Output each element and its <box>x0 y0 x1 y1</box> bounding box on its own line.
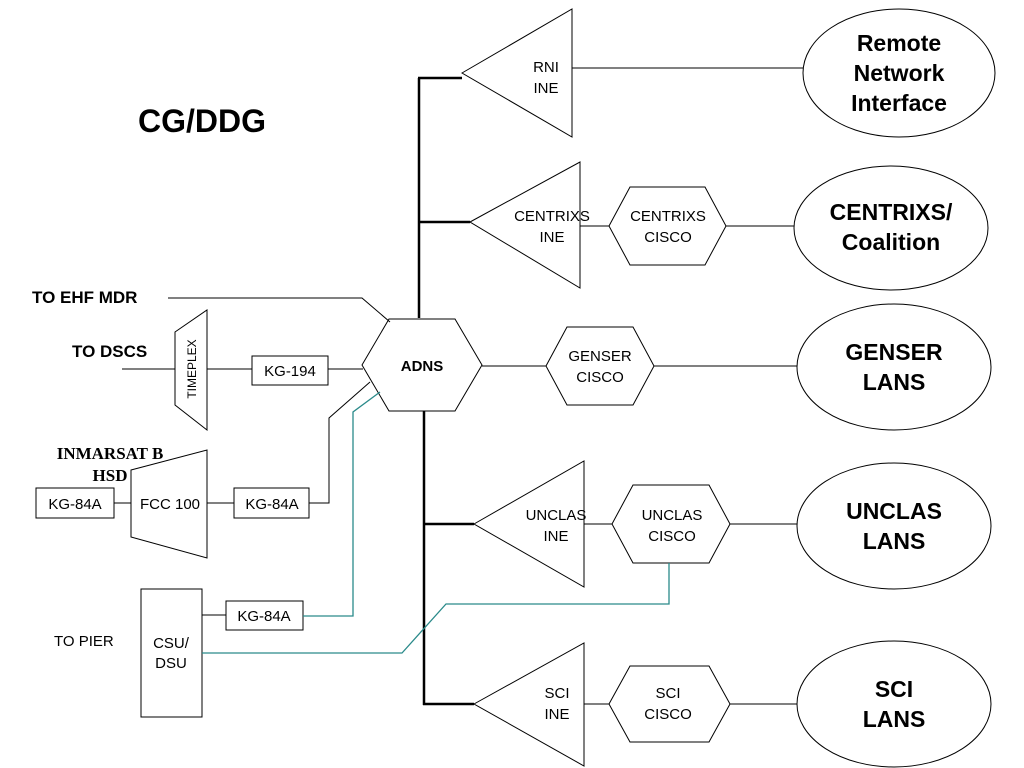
dscs-label: TO DSCS <box>72 342 147 361</box>
centrixs-cisco-router <box>608 186 727 266</box>
kg194-box <box>251 355 329 386</box>
centrixs-ine-label-1: CENTRIXS <box>514 208 590 225</box>
kg84a-pier-box <box>225 600 304 631</box>
centrixs-net-label-1: CENTRIXS/ <box>830 199 953 225</box>
genser-net-label-2: LANS <box>863 369 926 395</box>
kg84a-left-label: KG-84A <box>48 496 101 513</box>
unclas-cisco-label-1: UNCLAS <box>642 507 703 524</box>
adns-label: ADNS <box>401 358 444 375</box>
rni-ine-label-1: RNI <box>533 59 559 76</box>
unclas-net-label-1: UNCLAS <box>846 498 942 524</box>
remote-label-1: Remote <box>857 30 941 56</box>
centrixs-cisco-label-2: CISCO <box>644 229 692 246</box>
genser-lans <box>796 303 992 431</box>
unclas-net-label-2: LANS <box>863 528 926 554</box>
unclas-cisco-label-2: CISCO <box>648 528 696 545</box>
rni-ine-amplifier <box>461 8 573 138</box>
pier-input: TO PIER CSU/ DSU KG-84A <box>54 588 304 718</box>
sci-lans <box>796 640 992 768</box>
diagram-title: CG/DDG <box>138 103 266 139</box>
centrixs-net-label-2: Coalition <box>842 229 940 255</box>
genser-net-label-1: GENSER <box>845 339 943 365</box>
timeplex-mux <box>174 309 208 432</box>
remote-label-3: Interface <box>851 90 947 116</box>
sci-ine-amplifier <box>472 642 585 767</box>
to-pier-label: TO PIER <box>54 633 114 650</box>
unclas-ine-label-2: INE <box>543 528 568 545</box>
kg84a-right-box <box>233 487 310 519</box>
genser-row: GENSER CISCO GENSER LANS <box>482 303 992 431</box>
inmarsat-label-2: HSD <box>93 466 128 485</box>
unclas-cisco-router <box>611 484 731 564</box>
remote-network-interface <box>802 8 996 138</box>
kg84a-left-box <box>35 487 115 519</box>
sci-ine-label-1: SCI <box>544 685 569 702</box>
sci-net-label-1: SCI <box>875 676 913 702</box>
inmarsat-input: INMARSAT B HSD KG-84A FCC 100 KG-84A <box>35 381 371 559</box>
ehf-input: TO EHF MDR <box>32 288 391 323</box>
csu-label-2: DSU <box>155 655 187 672</box>
sci-cisco-router <box>608 665 731 743</box>
kg194-label: KG-194 <box>264 363 316 380</box>
genser-cisco-label-2: CISCO <box>576 369 624 386</box>
unclas-row: UNCLAS INE UNCLAS CISCO UNCLAS LANS <box>472 460 992 590</box>
centrixs-ine-label-2: INE <box>539 229 564 246</box>
fcc100-mux <box>130 449 208 559</box>
inmarsat-label-1: INMARSAT B <box>57 444 164 463</box>
main-bus <box>417 76 474 706</box>
sci-ine-label-2: INE <box>544 706 569 723</box>
centrixs-cisco-label-1: CENTRIXS <box>630 208 706 225</box>
dscs-input: TO DSCS TIMEPLEX KG-194 <box>72 309 363 432</box>
centrixs-coalition-network <box>793 165 989 291</box>
remote-label-2: Network <box>854 60 945 86</box>
sci-net-label-2: LANS <box>863 706 926 732</box>
adns-hub: ADNS <box>361 318 483 412</box>
sci-cisco-label-2: CISCO <box>644 706 692 723</box>
timeplex-label: TIMEPLEX <box>185 339 199 398</box>
kg84a-pier-label: KG-84A <box>237 608 290 625</box>
serial-links <box>202 391 670 654</box>
ehf-label: TO EHF MDR <box>32 288 137 307</box>
genser-cisco-label-1: GENSER <box>568 348 632 365</box>
rni-row: RNI INE Remote Network Interface <box>461 8 996 138</box>
unclas-lans <box>796 462 992 590</box>
genser-cisco-router <box>545 326 655 406</box>
csu-dsu-box <box>140 588 203 718</box>
unclas-ine-label-1: UNCLAS <box>526 507 587 524</box>
centrixs-ine-amplifier <box>468 161 581 289</box>
fcc100-label: FCC 100 <box>140 496 200 513</box>
sci-cisco-label-1: SCI <box>655 685 680 702</box>
unclas-ine-amplifier <box>472 460 585 588</box>
centrixs-row: CENTRIXS INE CENTRIXS CISCO CENTRIXS/ Co… <box>468 161 989 291</box>
csu-label-1: CSU/ <box>153 635 190 652</box>
rni-ine-label-2: INE <box>533 80 558 97</box>
sci-row: SCI INE SCI CISCO SCI LANS <box>472 640 992 768</box>
kg84a-right-label: KG-84A <box>245 496 298 513</box>
